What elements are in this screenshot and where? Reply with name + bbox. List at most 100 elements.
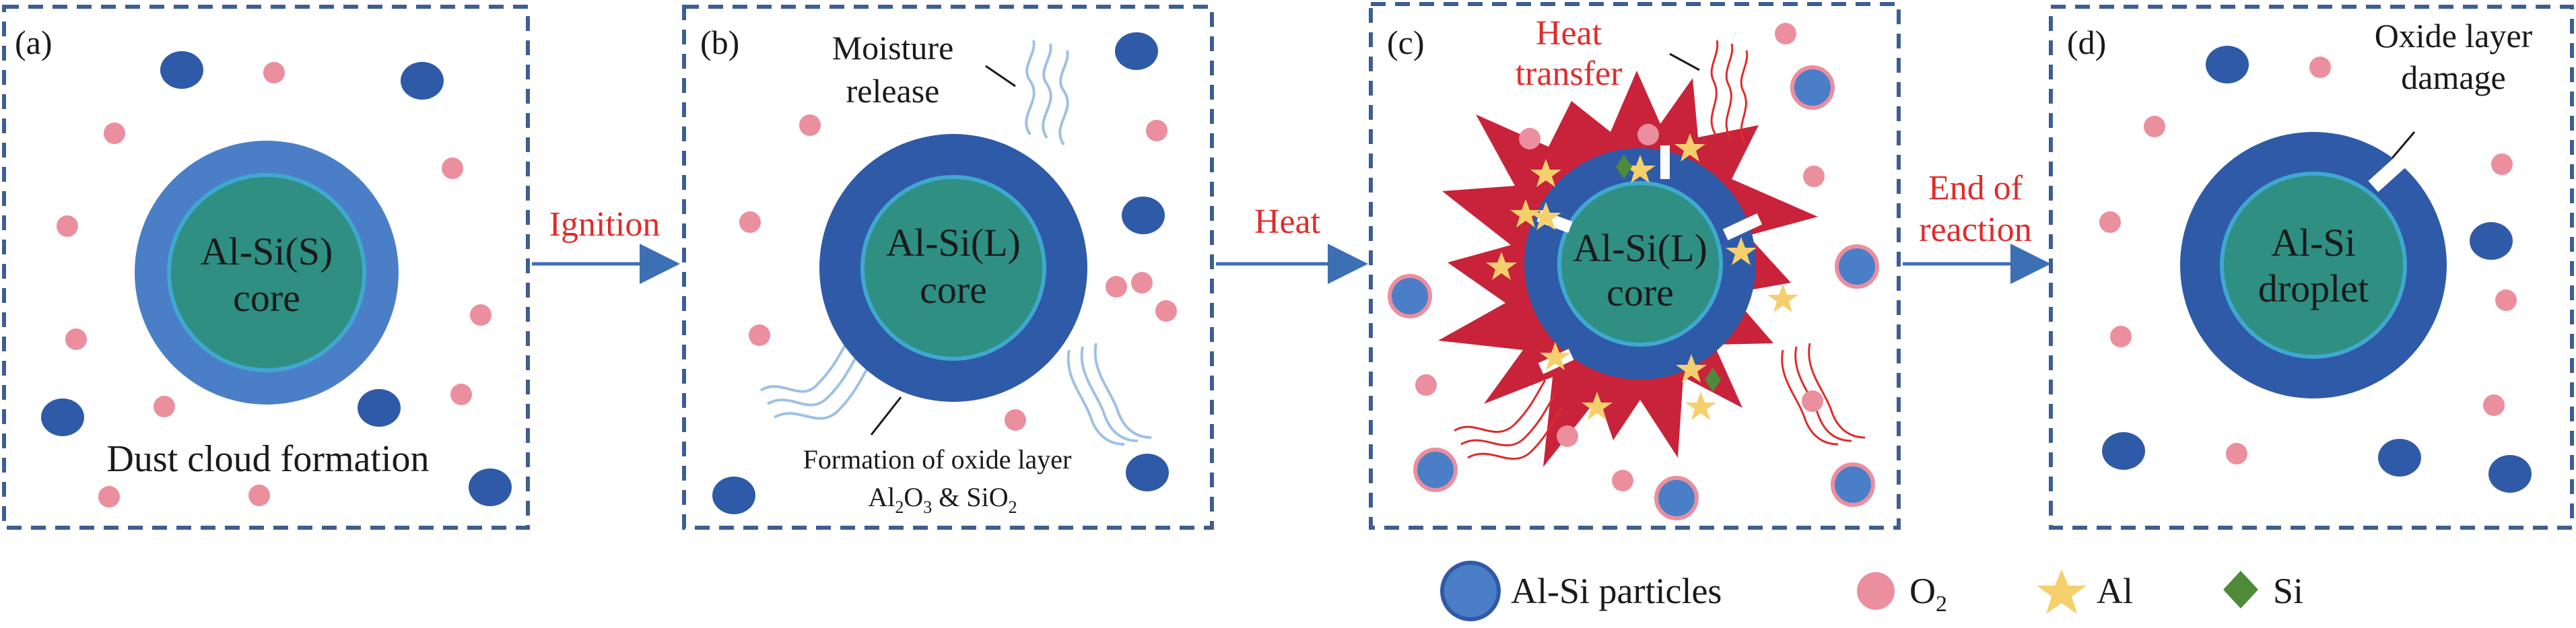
o2-molecule <box>2144 116 2165 137</box>
core-label-line2: core <box>920 268 987 312</box>
arrow-ignition: Ignition <box>532 205 680 284</box>
leader-line <box>2390 131 2416 160</box>
panel-a-frame <box>2 5 530 530</box>
o2-molecule <box>1106 276 1127 298</box>
o2-molecule <box>450 384 472 405</box>
core-label-line2: core <box>233 276 300 320</box>
oxide-damage-line1: Oxide layer <box>2375 17 2533 55</box>
al-si-particle <box>358 389 401 427</box>
al-star <box>1685 392 1716 420</box>
core-label-line1: Al-Si(L) <box>1573 226 1707 270</box>
oxide-formation-line2: Al2O3 & SiO2 <box>868 482 1017 517</box>
oxide-formation-line1: Formation of oxide layer <box>803 444 1072 475</box>
core-label-line2: droplet <box>2258 267 2369 310</box>
panel-d-label: (d) <box>2067 24 2106 61</box>
moisture-wisps-left <box>759 339 870 420</box>
o2-molecule <box>154 396 175 417</box>
al-si-core <box>1557 181 1723 347</box>
legend-si-icon <box>2223 571 2258 608</box>
arrow-end-label-line2: reaction <box>1919 211 2031 249</box>
o2-molecule <box>1637 124 1659 145</box>
legend-o2-icon <box>1857 572 1895 610</box>
o2-molecule <box>1131 272 1153 293</box>
al-star <box>1582 392 1613 420</box>
panel-a-caption: Dust cloud formation <box>106 438 429 480</box>
al-star <box>1676 354 1707 382</box>
si-diamond <box>1616 155 1632 179</box>
al-si-core <box>167 173 366 372</box>
al-star <box>1726 237 1757 265</box>
al-si-particle <box>41 398 84 436</box>
moisture-label-line2: release <box>846 72 940 110</box>
shell-crack <box>2368 143 2420 193</box>
shell-crack <box>1722 213 1763 240</box>
heat-transfer-line2: transfer <box>1516 55 1623 93</box>
moisture-label-line1: Moisture <box>832 29 954 67</box>
al-si-particle <box>469 468 512 506</box>
core-label-line1: Al-Si <box>2271 221 2356 265</box>
o2-molecule <box>2495 289 2517 311</box>
al-si-particle <box>401 62 444 100</box>
al-si-particle <box>2470 222 2513 260</box>
o2-molecule <box>1802 390 1823 412</box>
o2-molecule <box>1519 128 1540 149</box>
leader-line <box>985 65 1016 88</box>
panel-b-label: (b) <box>700 24 739 61</box>
al-si-particle <box>1388 274 1432 318</box>
shell-crack <box>1660 145 1670 179</box>
o2-molecule <box>749 324 770 346</box>
al-si-particle <box>160 51 203 89</box>
panel-c-frame <box>1369 2 1901 530</box>
al-star <box>1625 155 1656 183</box>
panel-c-label: (c) <box>1387 24 1425 61</box>
o2-molecule <box>739 211 761 233</box>
al-si-particle <box>2206 46 2249 83</box>
al-si-particle <box>1122 197 1165 234</box>
legend-particles-label: Al-Si particles <box>1511 571 1722 611</box>
o2-molecule <box>1005 409 1026 431</box>
o2-molecule <box>1775 23 1796 44</box>
al-star <box>1530 159 1561 187</box>
leader-line <box>1669 53 1700 71</box>
oxide-damage-line2: damage <box>2401 59 2505 96</box>
legend-al-icon <box>2037 569 2087 614</box>
legend-al-label: Al <box>2097 571 2133 611</box>
o2-molecule <box>248 485 270 506</box>
al-stars <box>1486 133 1798 420</box>
o2-molecule <box>98 486 120 508</box>
al-si-particle <box>1831 462 1875 507</box>
o2-molecule <box>1803 166 1825 187</box>
o2-molecule <box>1415 374 1437 396</box>
al-si-particle <box>2488 455 2532 493</box>
si-diamond <box>1705 368 1721 392</box>
al-star <box>1486 252 1517 280</box>
panel-d: (d) Oxide layer damage Al-Si droplet <box>2049 5 2574 530</box>
legend-particle-icon <box>1440 561 1501 621</box>
leader-line <box>870 396 902 435</box>
heat-lines <box>1454 40 1866 460</box>
al-star <box>1674 133 1705 162</box>
al-star <box>1540 342 1571 370</box>
legend-o2-label: O2 <box>1909 571 1947 617</box>
o2-molecule <box>2226 443 2247 464</box>
al-si-particle <box>1115 32 1158 70</box>
panel-c: (c) Heat transfer <box>1369 2 1901 530</box>
arrow-ignition-label: Ignition <box>549 205 660 244</box>
o2-molecule <box>2110 326 2132 347</box>
arrow-end-label-line1: End of <box>1928 169 2023 207</box>
al-si-particle <box>712 477 755 514</box>
o2-molecule <box>442 158 463 179</box>
o2-molecule <box>1612 470 1633 491</box>
al-si-particle <box>1413 448 1458 492</box>
al-si-particle <box>1835 244 1879 289</box>
panel-a: (a) Al-Si(S) core Dust cloud formation <box>2 5 530 530</box>
al-si-core <box>2220 172 2407 359</box>
legend: Al-Si particles O2 Al Si <box>1440 561 2303 621</box>
o2-molecule <box>2099 211 2121 233</box>
al-si-particle <box>2102 432 2145 470</box>
al-star <box>1510 199 1541 228</box>
panel-a-label: (a) <box>15 24 53 61</box>
o2-molecule <box>799 114 821 136</box>
moisture-wisps-top <box>1025 40 1069 146</box>
